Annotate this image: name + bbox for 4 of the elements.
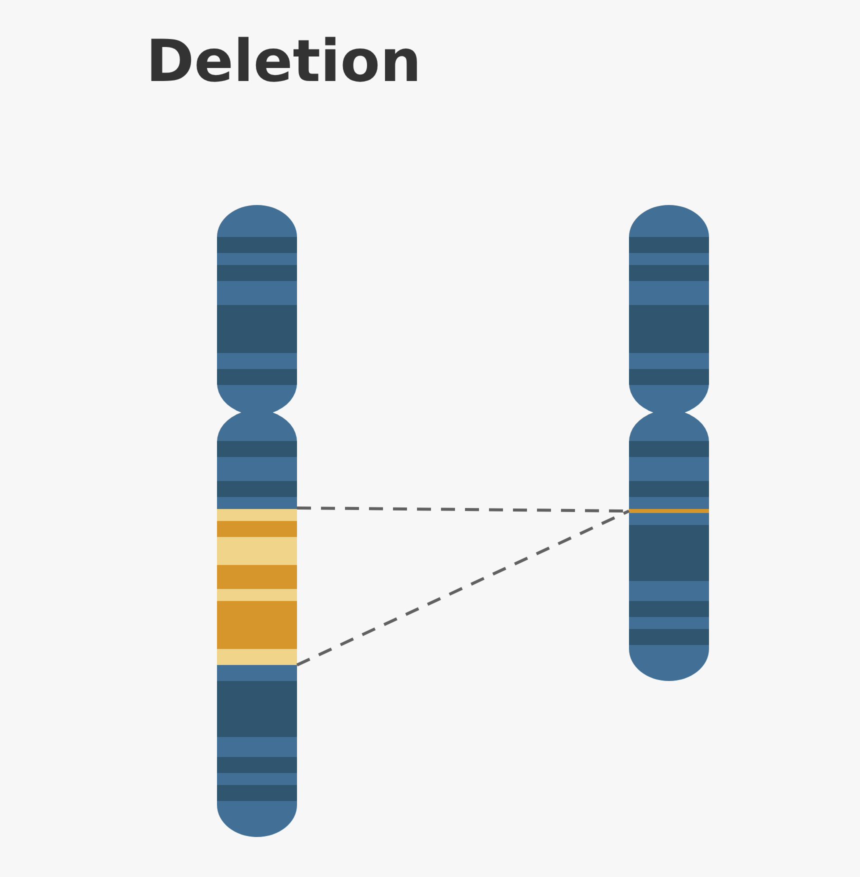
- dashed-line: [296, 510, 630, 666]
- title: Deletion: [146, 30, 422, 94]
- deleted-segment: [217, 509, 297, 665]
- breakpoint-band: [629, 509, 709, 513]
